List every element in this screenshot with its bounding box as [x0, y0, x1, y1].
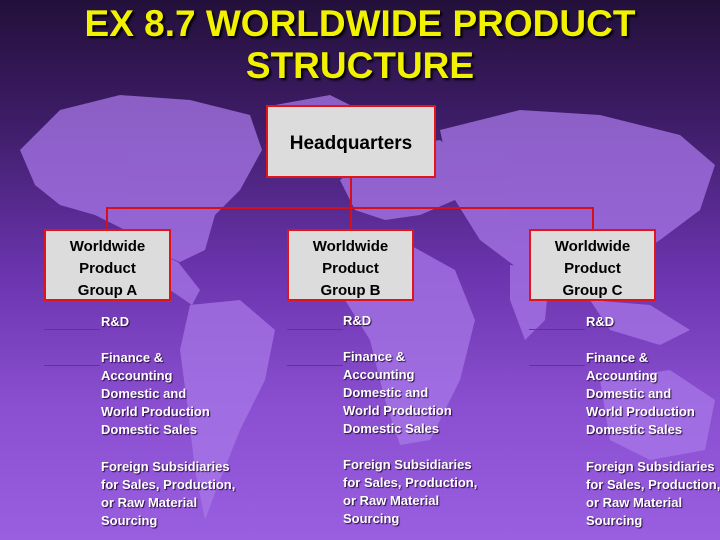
finance-b-line-3: Domestic and [343, 385, 429, 400]
finance-c-line-5: Domestic Sales [586, 422, 683, 437]
hq-connector-vertical [350, 178, 352, 208]
finance-c-line-2: Accounting [586, 368, 658, 383]
finance-a-line-2: Accounting [101, 368, 173, 383]
group-b-line-1: Worldwide [312, 238, 389, 255]
group-c-line-3: Group C [562, 282, 623, 299]
rnd-label-a: R&D [101, 314, 130, 329]
foreign-c-line-3: or Raw Material [586, 495, 683, 510]
group-a-line-1: Worldwide [69, 238, 146, 255]
headquarters-box: Headquarters [266, 105, 436, 178]
foreign-b-line-4: Sourcing [343, 511, 400, 526]
finance-c-line-4: World Production [586, 404, 695, 419]
group-a-line-3: Group A [77, 282, 138, 299]
finance-tick-a [44, 365, 100, 366]
map-australia [600, 370, 715, 460]
foreign-c-line-2: for Sales, Production, [586, 477, 720, 492]
finance-list-c: Finance & Accounting Domestic and World … [586, 349, 695, 439]
finance-a-line-3: Domestic and [101, 386, 187, 401]
finance-c-line-1: Finance & [586, 350, 649, 365]
foreign-b-line-1: Foreign Subsidiaries [343, 457, 472, 472]
foreign-b-line-2: for Sales, Production, [343, 475, 478, 490]
foreign-list-c: Foreign Subsidiaries for Sales, Producti… [586, 458, 720, 530]
rnd-label-b: R&D [343, 313, 372, 328]
finance-a-line-4: World Production [101, 404, 210, 419]
finance-tick-b [287, 365, 343, 366]
group-box-a: Worldwide Product Group A [44, 229, 171, 301]
group-c-line-1: Worldwide [554, 238, 631, 255]
rnd-tick-b [287, 329, 343, 330]
connector-drop-b [350, 207, 352, 230]
group-c-line-2: Product [564, 260, 621, 277]
page-title-line-2: STRUCTURE [245, 45, 475, 86]
foreign-a-line-2: for Sales, Production, [101, 477, 236, 492]
foreign-a-line-3: or Raw Material [101, 495, 198, 510]
foreign-a-line-4: Sourcing [101, 513, 158, 528]
foreign-a-line-1: Foreign Subsidiaries [101, 459, 230, 474]
finance-b-line-1: Finance & [343, 349, 406, 364]
rnd-label-c: R&D [586, 314, 615, 329]
foreign-c-line-4: Sourcing [586, 513, 643, 528]
group-box-c: Worldwide Product Group C [529, 229, 656, 301]
map-south-america [180, 300, 275, 520]
rnd-tick-c [529, 329, 585, 330]
finance-list-b: Finance & Accounting Domestic and World … [343, 348, 452, 438]
finance-b-line-2: Accounting [343, 367, 415, 382]
finance-b-line-4: World Production [343, 403, 452, 418]
connector-drop-c [592, 207, 594, 230]
foreign-list-a: Foreign Subsidiaries for Sales, Producti… [101, 458, 235, 530]
connector-drop-a [106, 207, 108, 230]
finance-c-line-3: Domestic and [586, 386, 672, 401]
finance-tick-c [529, 365, 585, 366]
finance-a-line-1: Finance & [101, 350, 164, 365]
page-title-line-1: EX 8.7 WORLDWIDE PRODUCT [84, 3, 636, 44]
finance-a-line-5: Domestic Sales [101, 422, 198, 437]
group-box-b: Worldwide Product Group B [287, 229, 414, 301]
map-north-america [20, 95, 262, 262]
finance-b-line-5: Domestic Sales [343, 421, 440, 436]
foreign-c-line-1: Foreign Subsidiaries [586, 459, 715, 474]
group-b-line-2: Product [322, 260, 379, 277]
group-a-line-2: Product [79, 260, 136, 277]
finance-list-a: Finance & Accounting Domestic and World … [101, 349, 210, 439]
rnd-tick-a [44, 329, 100, 330]
foreign-list-b: Foreign Subsidiaries for Sales, Producti… [343, 456, 477, 528]
map-southeast-asia [590, 300, 690, 345]
foreign-b-line-3: or Raw Material [343, 493, 440, 508]
headquarters-label: Headquarters [289, 133, 413, 154]
group-b-line-3: Group B [320, 282, 381, 299]
